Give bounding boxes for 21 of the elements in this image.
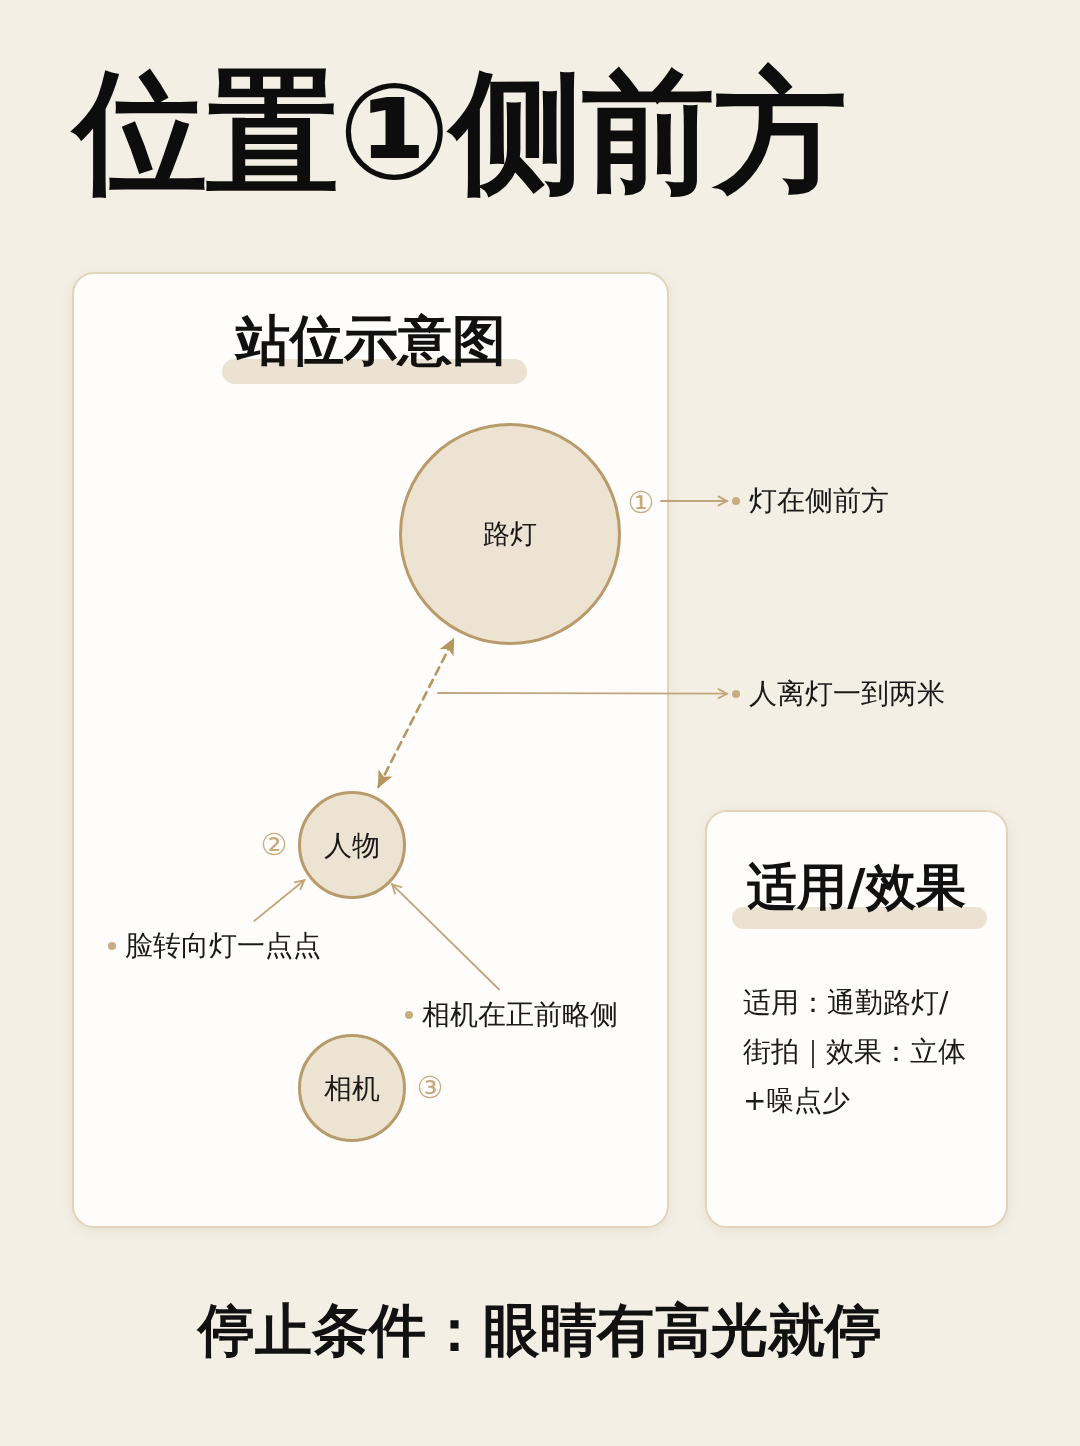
arrow: [253, 879, 306, 922]
card-heading: 适用/效果: [747, 862, 966, 912]
circle-label: 路灯: [483, 517, 537, 551]
arrow: [437, 687, 728, 700]
callout-number: ①: [627, 488, 655, 518]
callout-number: ③: [415, 1069, 445, 1107]
annotation-text: 相机在正前略侧: [422, 1001, 618, 1029]
callout-number: ②: [259, 826, 289, 864]
arrow: [391, 883, 500, 991]
annotation-text: 脸转向灯一点点: [125, 932, 321, 960]
circle-label: 相机: [324, 1070, 380, 1106]
dashed-double-arrow: [377, 637, 455, 789]
annotation-text: 人离灯一到两米: [749, 680, 945, 708]
card-heading: 站位示意图: [235, 314, 506, 368]
diagram-card: [72, 272, 669, 1228]
info-card: [705, 810, 1008, 1228]
annotation-text: 灯在侧前方: [749, 487, 889, 515]
arrow: [660, 495, 728, 507]
circle-label: 人物: [324, 827, 380, 863]
caption-text: 停止条件：眼睛有高光就停: [198, 1302, 882, 1359]
card-body-text: 适用：通勤路灯/街拍｜效果：立体+噪点少: [743, 985, 967, 1119]
